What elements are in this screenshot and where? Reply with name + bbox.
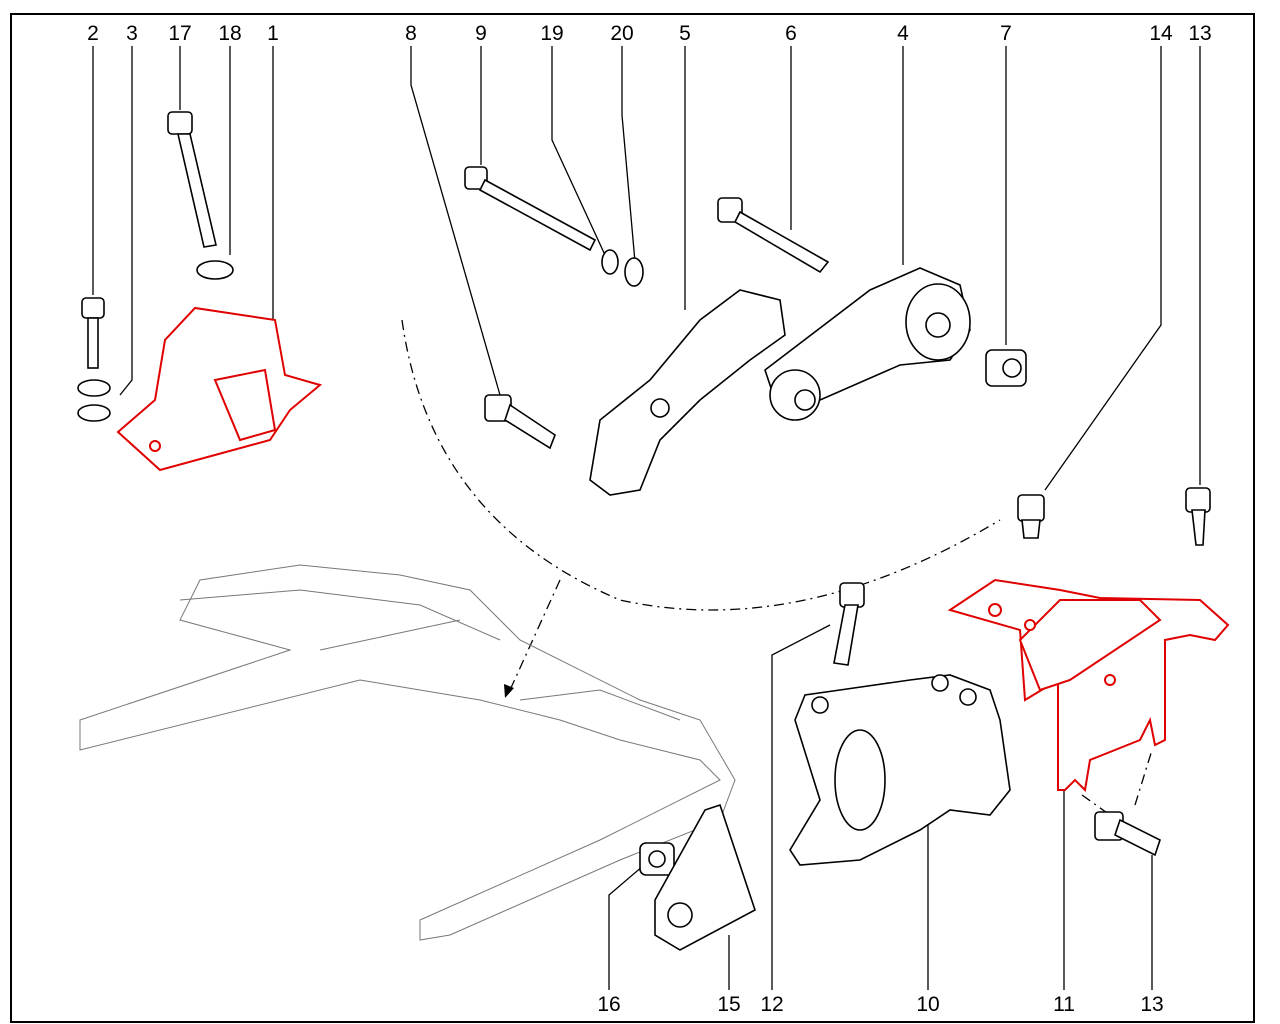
label-10: 10 <box>916 993 939 1016</box>
label-19: 19 <box>540 22 563 45</box>
arrow-head <box>504 684 514 698</box>
diagram-frame <box>10 13 1255 1023</box>
part-1-engine-mount <box>116 306 323 472</box>
part-11-gearbox-mount <box>947 578 1230 793</box>
label-6: 6 <box>785 22 797 45</box>
bolt-2 <box>81 297 105 369</box>
label-15: 15 <box>717 993 740 1016</box>
bolt-17 <box>167 111 217 248</box>
label-17: 17 <box>168 22 191 45</box>
label-1: 1 <box>267 22 279 45</box>
washer-20 <box>624 257 644 287</box>
leader-lines <box>92 46 1201 990</box>
label-18: 18 <box>218 22 241 45</box>
assembly-arrow <box>509 579 561 691</box>
nut-7 <box>985 349 1027 387</box>
label-8: 8 <box>405 22 417 45</box>
label-3: 3 <box>126 22 138 45</box>
label-12: 12 <box>760 993 783 1016</box>
washer-18 <box>196 260 234 280</box>
part-5-bracket <box>589 289 786 496</box>
part-5-hole <box>650 398 670 418</box>
label-13-bottom: 13 <box>1140 993 1163 1016</box>
subframe-ghost <box>79 564 736 941</box>
bolt-8 <box>484 394 556 450</box>
label-9: 9 <box>475 22 487 45</box>
label-13-top: 13 <box>1188 22 1211 45</box>
label-16: 16 <box>597 993 620 1016</box>
bolt-14 <box>1017 494 1045 539</box>
bolt-13-bottom <box>1094 811 1161 857</box>
label-2: 2 <box>87 22 99 45</box>
bolt-9 <box>464 166 597 252</box>
label-20: 20 <box>610 22 633 45</box>
part-15-bracket <box>654 803 756 951</box>
top-labels: 2 3 17 18 1 8 9 19 20 5 6 4 7 14 13 <box>87 22 1212 45</box>
part-10-mount <box>789 674 1011 866</box>
bottom-labels: 16 15 12 10 11 13 <box>597 993 1163 1016</box>
label-4: 4 <box>897 22 909 45</box>
bolt-6 <box>717 197 830 274</box>
bolt-13-top <box>1185 487 1211 546</box>
part-4-torque-rod <box>764 267 971 421</box>
bolt-12 <box>833 582 865 666</box>
label-11: 11 <box>1053 993 1075 1016</box>
label-5: 5 <box>679 22 691 45</box>
washer-19 <box>601 249 619 275</box>
nut-16 <box>639 842 675 876</box>
label-14: 14 <box>1149 22 1173 45</box>
washer-3-a <box>77 379 111 397</box>
label-7: 7 <box>1000 22 1012 45</box>
washer-3-b <box>77 404 111 422</box>
